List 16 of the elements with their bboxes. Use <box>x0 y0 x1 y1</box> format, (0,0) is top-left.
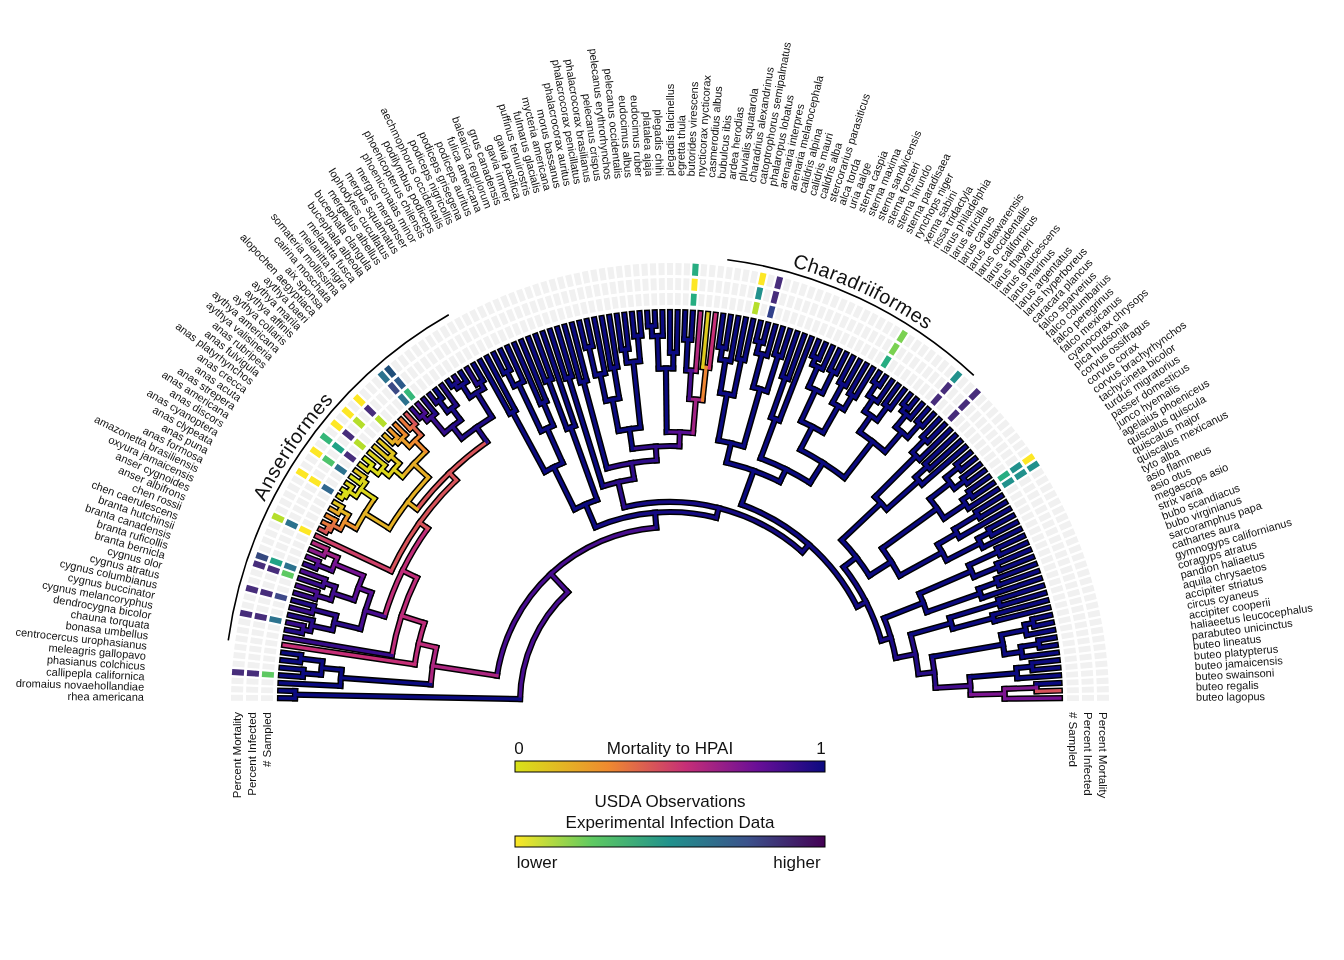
species-label: rhea americana <box>67 690 145 703</box>
scale-label: higher <box>773 853 821 872</box>
ring-label: Percent Infected <box>1082 712 1094 796</box>
ring-label: # Sampled <box>261 712 273 767</box>
legend-title: Experimental Infection Data <box>565 813 775 832</box>
ring-label: Percent Mortality <box>1097 712 1109 799</box>
scale-label: lower <box>516 853 558 872</box>
legend-title: USDA Observations <box>594 792 746 811</box>
species-label: plegadis falcinellus <box>664 83 676 176</box>
ring-label: Percent Mortality <box>231 712 243 799</box>
scale-label: 1 <box>816 739 826 758</box>
ring-label: # Sampled <box>1067 712 1079 767</box>
ring-label: Percent Infected <box>246 712 258 796</box>
legend-title: Mortality to HPAI <box>606 739 734 758</box>
scale-label: 0 <box>514 739 524 758</box>
species-label: plegadis chihi <box>652 109 666 177</box>
